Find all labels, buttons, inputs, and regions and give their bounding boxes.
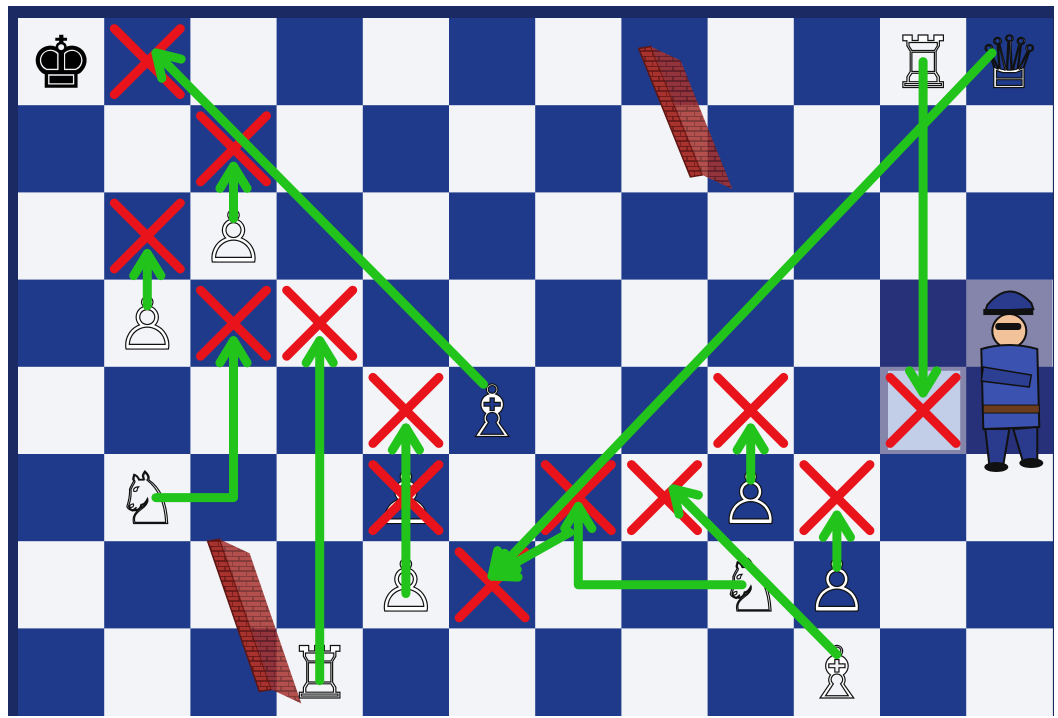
black-king-piece: ♚	[29, 21, 94, 105]
square	[18, 105, 105, 193]
square	[966, 628, 1053, 716]
square	[621, 628, 708, 716]
square	[104, 541, 191, 629]
square	[449, 628, 536, 716]
square	[966, 454, 1053, 542]
square	[794, 192, 881, 280]
square	[104, 105, 191, 193]
square	[363, 105, 450, 193]
guard-shoe	[984, 462, 1008, 472]
sunglasses	[995, 323, 1021, 330]
board: ♚♖♕♙♙♗♘♙♙♙♘♙♖♗	[8, 6, 1054, 716]
square	[966, 192, 1053, 280]
square	[18, 280, 105, 368]
square	[104, 628, 191, 716]
square	[880, 454, 967, 542]
square	[363, 18, 450, 106]
square	[794, 18, 881, 106]
square	[363, 192, 450, 280]
square	[966, 541, 1053, 629]
square	[880, 541, 967, 629]
square	[449, 192, 536, 280]
square	[449, 18, 536, 106]
square	[18, 541, 105, 629]
square	[18, 367, 105, 455]
square	[277, 192, 364, 280]
square	[449, 280, 536, 368]
guard-belt	[983, 405, 1039, 413]
guard-face	[992, 314, 1026, 348]
guard-uniform	[981, 345, 1039, 429]
square	[535, 105, 622, 193]
square	[966, 105, 1053, 193]
square	[104, 367, 191, 455]
square	[535, 192, 622, 280]
square	[880, 628, 967, 716]
chess-diagram: ♚♖♕♙♙♗♘♙♙♙♘♙♖♗	[8, 6, 1054, 716]
square	[794, 280, 881, 368]
square	[449, 454, 536, 542]
square	[621, 280, 708, 368]
guard-shoe	[1019, 458, 1043, 468]
square	[535, 628, 622, 716]
square	[708, 18, 795, 106]
square	[18, 192, 105, 280]
square	[708, 280, 795, 368]
square	[621, 192, 708, 280]
square	[363, 280, 450, 368]
square	[190, 18, 277, 106]
square	[449, 105, 536, 193]
square	[794, 367, 881, 455]
square	[277, 105, 364, 193]
white-bishop-piece: ♗	[805, 631, 870, 715]
square	[535, 18, 622, 106]
square	[535, 367, 622, 455]
square	[277, 18, 364, 106]
square	[363, 628, 450, 716]
square	[18, 628, 105, 716]
white-bishop-piece: ♗	[460, 369, 525, 453]
square	[535, 280, 622, 368]
square	[708, 628, 795, 716]
square	[18, 454, 105, 542]
square	[621, 367, 708, 455]
